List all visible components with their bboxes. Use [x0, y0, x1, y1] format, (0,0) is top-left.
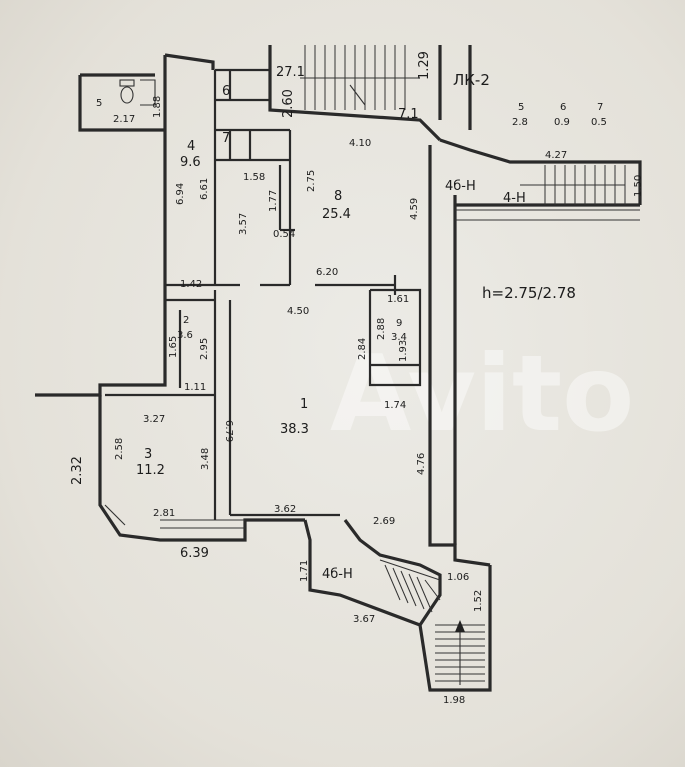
room-6-number: 6 — [222, 84, 230, 99]
dim-label: 2.95 — [199, 338, 210, 360]
stair-label-4b-n-top: 4б-Н — [445, 179, 476, 194]
dim-label: 1.29 — [417, 51, 432, 80]
room-table: 5 2.8 6 0.9 7 0.5 — [512, 102, 607, 128]
dim-label: 1.52 — [473, 590, 484, 612]
dim-label: 2.69 — [373, 516, 395, 527]
dim-label: 2.81 — [153, 508, 175, 519]
room-table-6-no: 6 — [560, 102, 566, 113]
dim-label: 6.94 — [175, 183, 186, 205]
dim-label: 6.20 — [316, 267, 338, 278]
stair-label-lk2: ЛК-2 — [453, 71, 490, 89]
dim-label: 1.11 — [184, 382, 206, 393]
room-9-area: 3.4 — [391, 332, 407, 343]
height-note: h=2.75/2.78 — [482, 284, 576, 302]
lower-stair-block — [303, 519, 492, 692]
dim-label: 0.54 — [273, 229, 295, 240]
bathroom-fixtures — [119, 79, 156, 106]
dim-label: 1.77 — [268, 190, 279, 212]
dim-label: 1.93 — [398, 340, 409, 362]
outer-walls — [35, 45, 642, 567]
room-table-5-no: 5 — [518, 102, 524, 113]
room-4-area: 9.6 — [180, 155, 201, 170]
dim-label: 1.58 — [243, 172, 265, 183]
dim-label: 2.84 — [357, 338, 368, 360]
dim-label: 1.50 — [633, 175, 644, 197]
dim-label: 1.61 — [387, 294, 409, 305]
dim-label: 4.59 — [409, 198, 420, 220]
dim-label: 4.27 — [545, 150, 567, 161]
room-table-6-area: 0.9 — [554, 117, 570, 128]
room-8-area: 25.4 — [322, 207, 351, 222]
room-9-number: 9 — [396, 318, 402, 329]
dim-label: 2.32 — [70, 456, 85, 485]
dim-label: 7.1 — [398, 107, 419, 122]
room-1-number: 1 — [300, 397, 308, 412]
watermark: Avito — [330, 333, 634, 455]
dim-label: 6.79 — [223, 420, 234, 442]
windows — [104, 504, 245, 529]
dim-label: 3.57 — [238, 213, 249, 235]
dim-label: 3.27 — [143, 414, 165, 425]
upper-stair-block — [300, 45, 420, 110]
room-7-number: 7 — [222, 131, 230, 146]
room-5-number: 5 — [96, 98, 102, 109]
dim-label: 4.50 — [287, 306, 309, 317]
dim-label: 3.48 — [200, 448, 211, 470]
dim-label: 1.42 — [180, 279, 202, 290]
dim-label: 6.39 — [180, 546, 209, 561]
room-table-7-area: 0.5 — [591, 117, 607, 128]
dimension-labels: 2.17 1.88 6.94 6.61 1.42 2.60 27.1 1.29 … — [70, 51, 644, 706]
room-3-area: 11.2 — [136, 463, 165, 478]
dim-label: 3.62 — [274, 504, 296, 515]
dim-label: 1.06 — [447, 572, 469, 583]
dim-label: 1.71 — [299, 560, 310, 582]
room-2-area: 3.6 — [177, 330, 193, 341]
dim-label: 1.98 — [443, 695, 465, 706]
dim-label: 2.60 — [281, 89, 296, 118]
room-table-5-area: 2.8 — [512, 117, 528, 128]
dim-label: 2.88 — [376, 318, 387, 340]
room-table-7-no: 7 — [597, 102, 603, 113]
dim-label: 27.1 — [276, 65, 305, 80]
room-8-number: 8 — [334, 189, 342, 204]
dim-label: 6.61 — [199, 178, 210, 200]
right-stair-block — [455, 165, 640, 221]
dim-label: 1.65 — [168, 336, 179, 358]
dim-label: 1.74 — [384, 400, 406, 411]
room-2-number: 2 — [183, 315, 189, 326]
dim-label: 2.58 — [114, 438, 125, 460]
room-1-area: 38.3 — [280, 422, 309, 437]
room-4-number: 4 — [187, 139, 195, 154]
dim-label: 2.17 — [113, 114, 135, 125]
dim-label: 4.10 — [349, 138, 371, 149]
stair-label-4b-n-bottom: 4б-Н — [322, 567, 353, 582]
room-3-number: 3 — [144, 447, 152, 462]
stair-label-4-n: 4-Н — [503, 191, 526, 206]
dim-label: 2.75 — [306, 170, 317, 192]
interior-walls — [105, 68, 422, 520]
dim-label: 1.88 — [152, 96, 163, 118]
dim-label: 4.76 — [416, 453, 427, 475]
dim-label: 3.67 — [353, 614, 375, 625]
